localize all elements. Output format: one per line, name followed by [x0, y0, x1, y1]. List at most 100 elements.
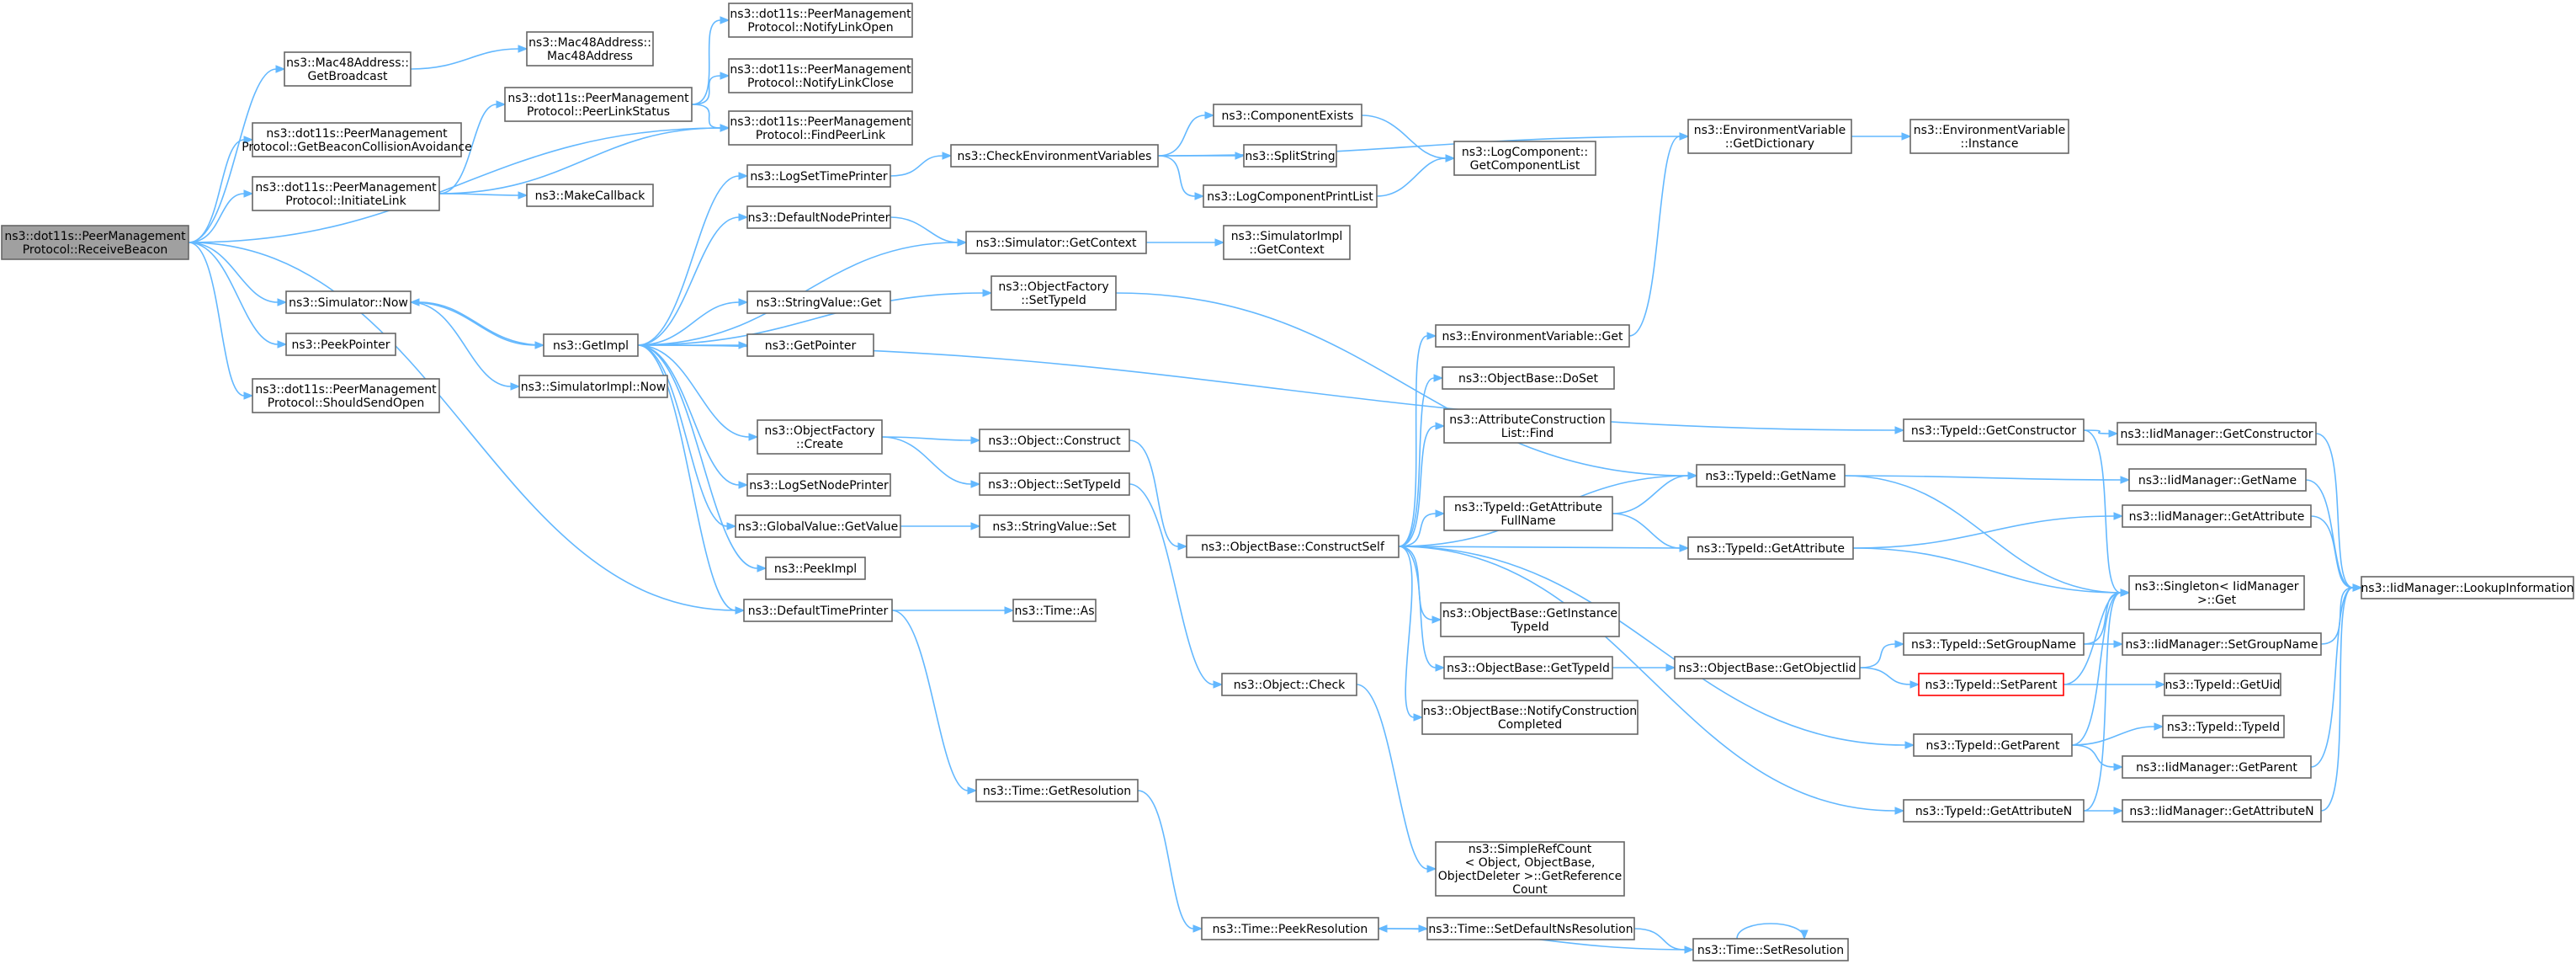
- node-object-check[interactable]: ns3::Object::Check: [1221, 673, 1357, 696]
- node-iid-set-group-name[interactable]: ns3::IidManager::SetGroupName: [2122, 632, 2322, 656]
- node-label-line: ns3::dot11s::PeerManagement: [4, 230, 186, 243]
- edge-env-var-get-to-env-var-get-dictionary: [1628, 136, 1681, 337]
- edge-object-base-construct-self-to-attr-construction-list-find: [1398, 425, 1437, 547]
- node-peek-pointer[interactable]: ns3::PeekPointer: [285, 333, 396, 356]
- node-default-node-printer[interactable]: ns3::DefaultNodePrinter: [746, 205, 891, 229]
- node-simulator-now[interactable]: ns3::Simulator::Now: [285, 290, 412, 314]
- node-iid-get-attribute-n[interactable]: ns3::IidManager::GetAttributeN: [2122, 799, 2322, 823]
- node-object-set-type-id[interactable]: ns3::Object::SetTypeId: [979, 472, 1130, 496]
- edge-get-impl-to-object-factory-set-type-id: [637, 292, 984, 346]
- node-find-peer-link[interactable]: ns3::dot11s::PeerManagementProtocol::Fin…: [728, 110, 913, 146]
- node-box: [2361, 576, 2574, 599]
- node-get-impl[interactable]: ns3::GetImpl: [543, 333, 639, 357]
- node-label-line: ns3::EnvironmentVariable::Get: [1442, 330, 1623, 344]
- node-env-var-get-dictionary[interactable]: ns3::EnvironmentVariable::GetDictionary: [1687, 119, 1852, 154]
- node-global-value-get-value[interactable]: ns3::GlobalValue::GetValue: [735, 514, 901, 538]
- node-log-component-get-list[interactable]: ns3::LogComponent::GetComponentList: [1453, 141, 1596, 176]
- node-env-var-instance[interactable]: ns3::EnvironmentVariable::Instance: [1909, 119, 2069, 154]
- node-check-env-vars[interactable]: ns3::CheckEnvironmentVariables: [950, 144, 1159, 168]
- node-type-id-type-id[interactable]: ns3::TypeId::TypeId: [2162, 715, 2285, 738]
- edge-type-id-get-attribute-n-to-singleton-get: [2083, 592, 2122, 812]
- node-type-id-get-uid[interactable]: ns3::TypeId::GetUid: [2164, 673, 2281, 696]
- node-simulator-impl-get-context[interactable]: ns3::SimulatorImpl::GetContext: [1223, 225, 1351, 260]
- node-label-line: ns3::TypeId::GetAttribute: [1697, 542, 1845, 556]
- node-label-line: ns3::ObjectFactory: [764, 424, 874, 438]
- node-time-set-default-ns-resolution[interactable]: ns3::Time::SetDefaultNsResolution: [1426, 917, 1635, 940]
- node-env-var-get[interactable]: ns3::EnvironmentVariable::Get: [1435, 324, 1630, 348]
- node-object-base-do-set[interactable]: ns3::ObjectBase::DoSet: [1442, 366, 1615, 390]
- node-type-id-get-name[interactable]: ns3::TypeId::GetName: [1696, 464, 1846, 487]
- node-receive-beacon[interactable]: ns3::dot11s::PeerManagementProtocol::Rec…: [1, 225, 189, 260]
- edge-mac48-get-broadcast-to-mac48-ctor: [410, 48, 519, 70]
- edge-check-env-vars-to-log-component-print-list: [1157, 155, 1196, 197]
- node-peer-link-status[interactable]: ns3::dot11s::PeerManagementProtocol::Pee…: [504, 87, 693, 122]
- node-iid-lookup-information[interactable]: ns3::IidManager::LookupInformation: [2361, 576, 2574, 599]
- node-mac48-ctor[interactable]: ns3::Mac48Address::Mac48Address: [526, 31, 654, 67]
- node-label-line: ns3::IidManager::LookupInformation: [2361, 582, 2573, 595]
- node-box: [2117, 422, 2317, 445]
- node-log-set-node-printer[interactable]: ns3::LogSetNodePrinter: [746, 473, 891, 497]
- node-box: [728, 58, 913, 93]
- node-initiate-link[interactable]: ns3::dot11s::PeerManagementProtocol::Ini…: [252, 176, 440, 211]
- node-get-beacon-collision[interactable]: ns3::dot11s::PeerManagementProtocol::Get…: [242, 122, 472, 157]
- node-notify-link-open[interactable]: ns3::dot11s::PeerManagementProtocol::Not…: [728, 3, 913, 38]
- node-simple-ref-count-get-reference-count[interactable]: ns3::SimpleRefCount< Object, ObjectBase,…: [1435, 841, 1625, 897]
- node-component-exists[interactable]: ns3::ComponentExists: [1213, 104, 1362, 127]
- node-label-line: Mac48Address: [547, 50, 633, 63]
- node-object-base-get-object-iid[interactable]: ns3::ObjectBase::GetObjectIid: [1674, 656, 1861, 679]
- node-type-id-set-parent[interactable]: ns3::TypeId::SetParent: [1918, 673, 2064, 696]
- node-object-base-construct-self[interactable]: ns3::ObjectBase::ConstructSelf: [1186, 535, 1400, 558]
- node-label-line: ns3::ObjectBase::GetObjectIid: [1678, 662, 1856, 675]
- node-peek-impl[interactable]: ns3::PeekImpl: [765, 557, 866, 580]
- node-mac48-get-broadcast[interactable]: ns3::Mac48Address::GetBroadcast: [284, 51, 412, 87]
- edge-default-time-printer-to-time-get-resolution: [891, 610, 969, 791]
- node-type-id-get-attribute[interactable]: ns3::TypeId::GetAttribute: [1687, 536, 1854, 560]
- edge-arrowhead: [1894, 426, 1905, 434]
- node-iid-get-name[interactable]: ns3::IidManager::GetName: [2128, 468, 2307, 492]
- node-time-peek-resolution[interactable]: ns3::Time::PeekResolution: [1201, 917, 1379, 940]
- node-label-line: ns3::CheckEnvironmentVariables: [958, 150, 1152, 163]
- node-singleton-get[interactable]: ns3::Singleton< IidManager >::Get: [2128, 575, 2305, 610]
- node-label-line: Protocol::InitiateLink: [285, 194, 406, 208]
- node-simulator-impl-now[interactable]: ns3::SimulatorImpl::Now: [518, 375, 668, 398]
- node-should-send-open[interactable]: ns3::dot11s::PeerManagementProtocol::Sho…: [252, 378, 440, 413]
- node-object-construct[interactable]: ns3::Object::Construct: [979, 429, 1130, 452]
- node-log-component-print-list[interactable]: ns3::LogComponentPrintList: [1203, 184, 1378, 208]
- node-split-string[interactable]: ns3::SplitString: [1243, 144, 1337, 168]
- node-object-base-notify-construction-completed[interactable]: ns3::ObjectBase::NotifyConstructionCompl…: [1421, 700, 1639, 735]
- node-make-callback[interactable]: ns3::MakeCallback: [526, 184, 654, 207]
- node-label-line: ns3::TypeId::TypeId: [2167, 721, 2280, 734]
- node-time-set-resolution[interactable]: ns3::Time::SetResolution: [1692, 938, 1849, 961]
- node-object-factory-create[interactable]: ns3::ObjectFactory::Create: [757, 419, 883, 455]
- edge-time-get-resolution-to-time-peek-resolution: [1137, 790, 1194, 929]
- node-time-get-resolution[interactable]: ns3::Time::GetResolution: [975, 779, 1139, 802]
- node-simulator-get-context[interactable]: ns3::Simulator::GetContext: [965, 231, 1147, 254]
- node-string-value-get[interactable]: ns3::StringValue::Get: [746, 290, 891, 314]
- node-label-line: Protocol::FindPeerLink: [756, 129, 886, 142]
- node-iid-get-parent[interactable]: ns3::IidManager::GetParent: [2122, 755, 2312, 779]
- node-log-set-time-printer[interactable]: ns3::LogSetTimePrinter: [746, 164, 891, 188]
- node-iid-get-attribute[interactable]: ns3::IidManager::GetAttribute: [2122, 504, 2312, 528]
- node-get-pointer[interactable]: ns3::GetPointer: [746, 333, 874, 357]
- node-notify-link-close[interactable]: ns3::dot11s::PeerManagementProtocol::Not…: [728, 58, 913, 93]
- node-iid-get-constructor[interactable]: ns3::IidManager::GetConstructor: [2117, 422, 2317, 445]
- node-label-line: ns3::LogSetNodePrinter: [749, 479, 889, 493]
- edge-iid-get-attribute-to-iid-lookup-information: [2310, 515, 2354, 589]
- node-box: [979, 472, 1130, 496]
- node-type-id-get-parent[interactable]: ns3::TypeId::GetParent: [1913, 733, 2073, 757]
- node-time-as[interactable]: ns3::Time::As: [1012, 599, 1097, 622]
- edge-arrowhead: [243, 391, 254, 400]
- node-type-id-set-group-name[interactable]: ns3::TypeId::SetGroupName: [1903, 632, 2085, 656]
- node-object-factory-set-type-id[interactable]: ns3::ObjectFactory::SetTypeId: [991, 275, 1117, 311]
- edge-arrowhead: [2155, 680, 2166, 689]
- node-default-time-printer[interactable]: ns3::DefaultTimePrinter: [743, 599, 893, 622]
- node-label-line: >::Get: [2197, 594, 2237, 607]
- node-type-id-get-attribute-n[interactable]: ns3::TypeId::GetAttributeN: [1903, 799, 2085, 823]
- edge-arrowhead: [720, 16, 730, 24]
- node-object-base-get-type-id[interactable]: ns3::ObjectBase::GetTypeId: [1443, 656, 1613, 679]
- node-string-value-set[interactable]: ns3::StringValue::Set: [979, 514, 1130, 538]
- node-type-id-get-constructor[interactable]: ns3::TypeId::GetConstructor: [1903, 418, 2085, 442]
